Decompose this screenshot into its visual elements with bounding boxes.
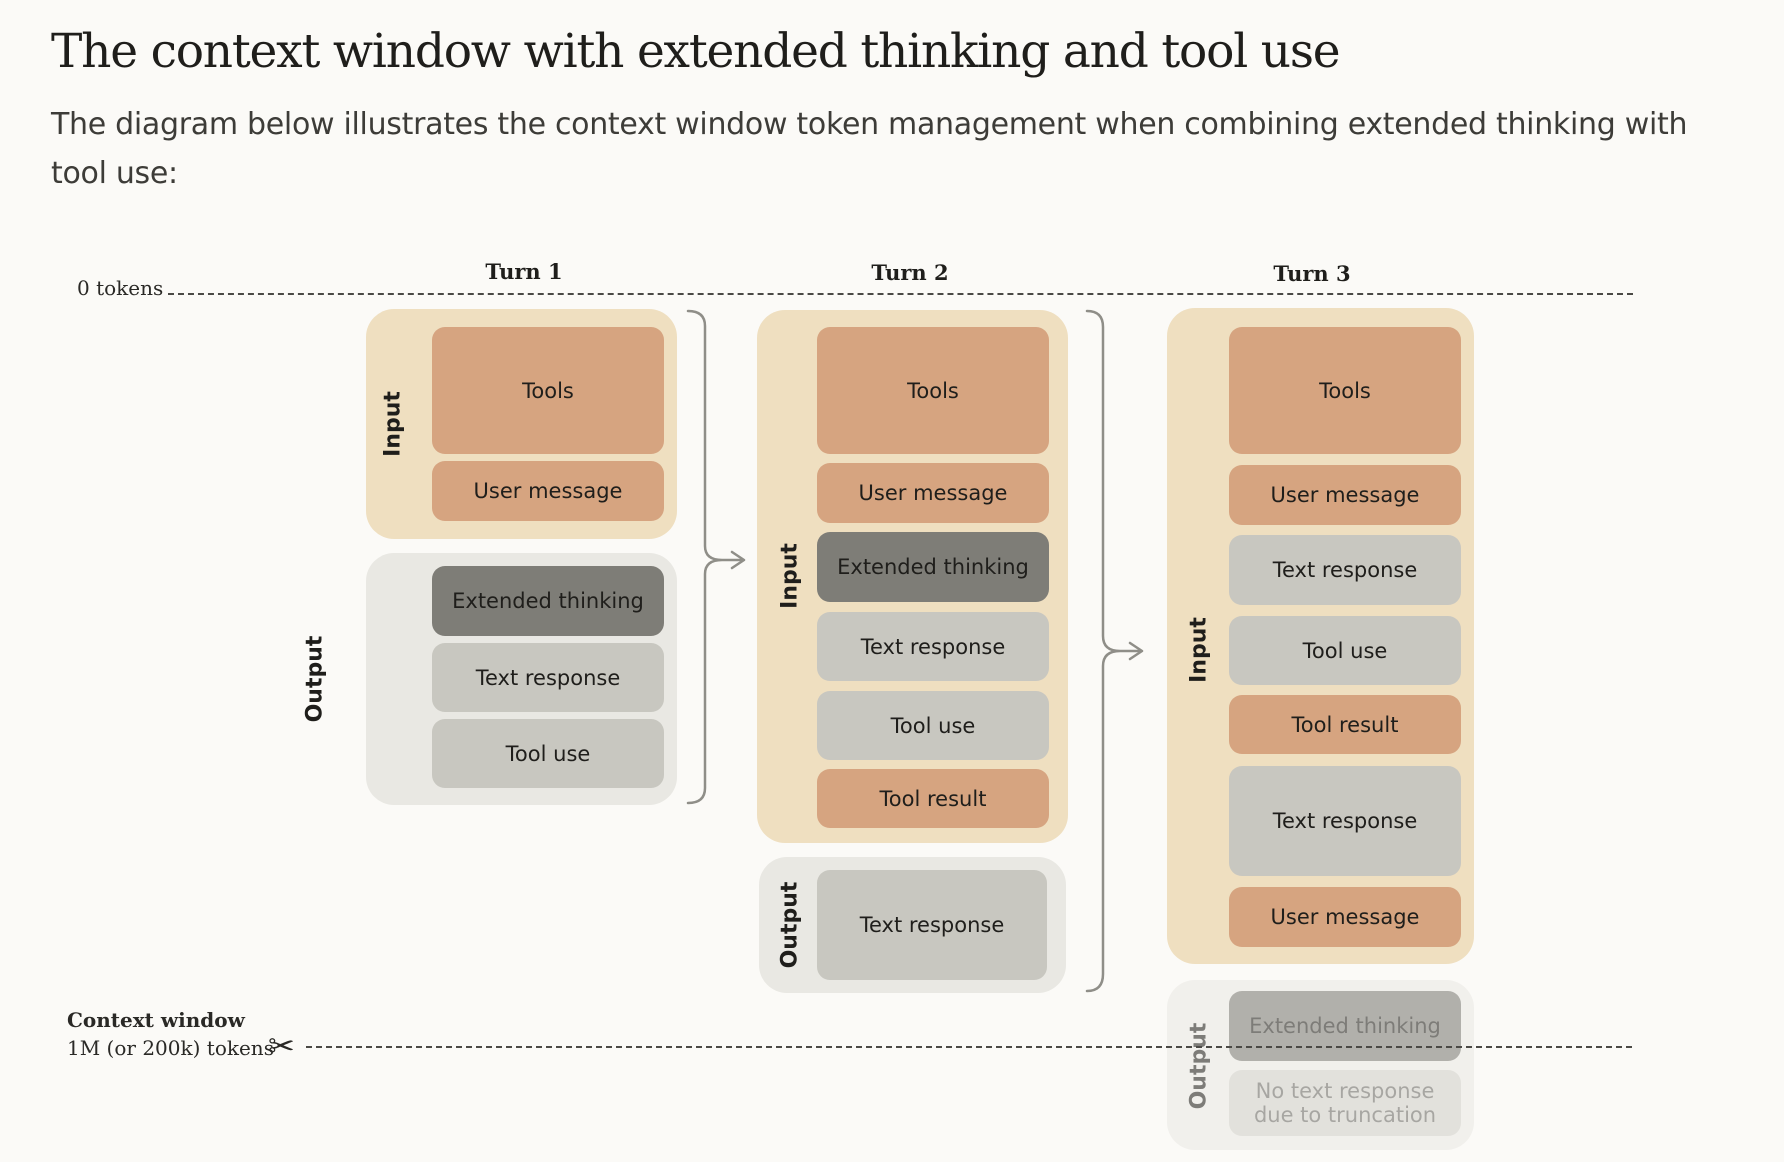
turn-3-text-response-2-block: Text response bbox=[1229, 766, 1461, 876]
turn-3-truncated-response-block: No text response due to truncation bbox=[1229, 1070, 1461, 1136]
page-title: The context window with extended thinkin… bbox=[51, 24, 1341, 79]
turn-3-tool-result-block: Tool result bbox=[1229, 695, 1461, 754]
turn-3-tools-block: Tools bbox=[1229, 327, 1461, 454]
context-window-limit-line bbox=[306, 1046, 1632, 1048]
context-window-title: Context window bbox=[67, 1008, 245, 1032]
turn-3-text-response-block: Text response bbox=[1229, 535, 1461, 605]
turn-1-tools-block: Tools bbox=[432, 327, 664, 454]
turn-1-user-message-block: User message bbox=[432, 461, 664, 521]
zero-tokens-line bbox=[168, 293, 1633, 295]
scissors-icon: ✂ bbox=[268, 1027, 295, 1065]
turn-1-bracket bbox=[686, 309, 723, 805]
turn-2-tool-result-block: Tool result bbox=[817, 769, 1049, 828]
turn-3-user-message-block: User message bbox=[1229, 465, 1461, 525]
context-window-value: 1M (or 200k) tokens bbox=[67, 1036, 274, 1060]
page-subtitle: The diagram below illustrates the contex… bbox=[51, 107, 1688, 191]
turn-1-text-response-block: Text response bbox=[432, 643, 664, 712]
turn-2-text-response-output-block: Text response bbox=[817, 870, 1047, 980]
turn-1-extended-thinking-block: Extended thinking bbox=[432, 566, 664, 636]
turn-3-extended-thinking-block: Extended thinking bbox=[1229, 991, 1461, 1061]
turn-2-extended-thinking-block: Extended thinking bbox=[817, 532, 1049, 602]
turn-2-text-response-block: Text response bbox=[817, 612, 1049, 681]
turn-2-user-message-block: User message bbox=[817, 463, 1049, 523]
zero-tokens-label: 0 tokens bbox=[77, 276, 164, 300]
turn-3-label: Turn 3 bbox=[1273, 261, 1351, 286]
turn-3-user-message-2-block: User message bbox=[1229, 887, 1461, 947]
turn-3-tool-use-block: Tool use bbox=[1229, 616, 1461, 685]
turn-2-tools-block: Tools bbox=[817, 327, 1049, 454]
turn-1-label: Turn 1 bbox=[485, 259, 563, 284]
turn-2-bracket bbox=[1085, 309, 1121, 993]
turn-2-tool-use-block: Tool use bbox=[817, 691, 1049, 760]
turn-1-tool-use-block: Tool use bbox=[432, 719, 664, 788]
turn-2-label: Turn 2 bbox=[871, 260, 949, 285]
